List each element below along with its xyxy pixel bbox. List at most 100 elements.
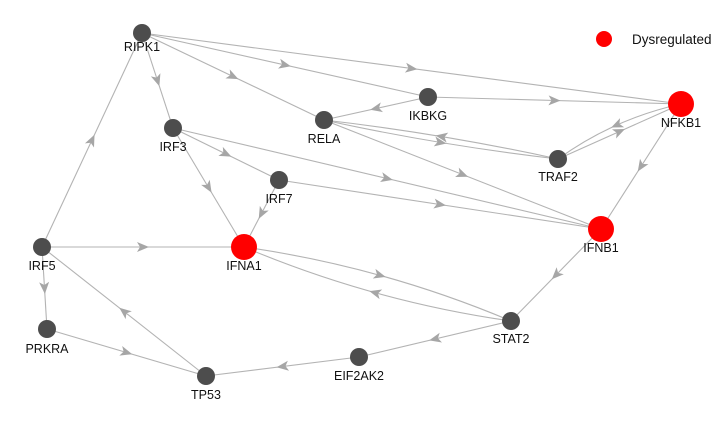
node-label: IFNB1	[583, 241, 618, 255]
node-marker[interactable]	[133, 24, 151, 42]
dysregulated-node-marker[interactable]	[668, 91, 694, 117]
edge-nfkb1-to-traf2	[557, 103, 682, 160]
edge-ifnb1-to-stat2	[510, 228, 602, 322]
node-label: TP53	[191, 388, 221, 402]
edge-arrow-icon	[119, 346, 133, 356]
node-label: RELA	[308, 132, 341, 146]
edge-ikbkg-to-nfkb1	[427, 95, 682, 106]
edge-arrow-icon	[370, 102, 383, 113]
edge-arrow-icon	[435, 132, 449, 143]
edge-rela-to-traf2	[323, 119, 559, 160]
edge-ripk1-to-nfkb1	[141, 32, 682, 105]
node-marker[interactable]	[419, 88, 437, 106]
node-marker[interactable]	[164, 119, 182, 137]
node-marker[interactable]	[315, 111, 333, 129]
edge-irf3-to-ifna1	[172, 127, 245, 248]
legend-dysregulated-label: Dysregulated	[632, 32, 712, 47]
node-tp53[interactable]: TP53	[191, 367, 221, 402]
edges-layer	[39, 32, 682, 377]
node-ripk1[interactable]: RIPK1	[124, 24, 160, 54]
edge-arrow-icon	[369, 289, 383, 300]
edge-arrow-icon	[429, 332, 442, 343]
edge-traf2-to-nfkb1	[557, 103, 682, 160]
edge-arrow-icon	[276, 360, 290, 371]
node-marker[interactable]	[38, 320, 56, 338]
edge-arrow-icon	[278, 58, 291, 69]
edge-arrow-icon	[611, 129, 625, 139]
legend: Dysregulated	[596, 31, 712, 47]
edge-arrow-icon	[372, 268, 386, 279]
edge-prkra-to-tp53	[46, 328, 207, 377]
edge-arrow-icon	[455, 167, 469, 177]
edge-arrow-icon	[39, 281, 50, 294]
node-label: IRF7	[265, 192, 292, 206]
edge-irf5-to-ifna1	[42, 242, 244, 252]
node-marker[interactable]	[350, 348, 368, 366]
edge-ripk1-to-rela	[141, 32, 325, 121]
edge-arrow-icon	[611, 118, 625, 128]
edge-arrow-icon	[84, 134, 95, 148]
edge-arrow-icon	[119, 307, 132, 320]
node-ifna1[interactable]: IFNA1	[226, 234, 262, 273]
node-rela[interactable]: RELA	[308, 111, 341, 146]
node-marker[interactable]	[33, 238, 51, 256]
node-label: EIF2AK2	[334, 369, 384, 383]
edge-arrow-icon	[201, 179, 212, 193]
edge-stat2-to-eif2ak2	[358, 320, 512, 358]
edge-ripk1-to-ikbkg	[141, 32, 429, 98]
node-marker[interactable]	[502, 312, 520, 330]
node-marker[interactable]	[270, 171, 288, 189]
edge-arrow-icon	[548, 95, 561, 106]
node-eif2ak2[interactable]: EIF2AK2	[334, 348, 384, 383]
edge-arrow-icon	[137, 242, 149, 252]
node-label: STAT2	[492, 332, 529, 346]
node-label: IFNA1	[226, 259, 261, 273]
node-label: NFKB1	[661, 116, 701, 130]
edge-ifna1-to-stat2	[243, 246, 512, 322]
node-marker[interactable]	[549, 150, 567, 168]
edge-tp53-to-irf5	[41, 246, 207, 377]
edge-traf2-to-rela	[323, 119, 559, 160]
edge-nfkb1-to-ifnb1	[600, 103, 682, 230]
edge-irf5-to-ripk1	[41, 32, 143, 248]
edge-arrow-icon	[218, 146, 232, 157]
dysregulated-node-marker[interactable]	[588, 216, 614, 242]
node-irf3[interactable]: IRF3	[159, 119, 187, 154]
edge-arrow-icon	[637, 158, 649, 172]
node-label: IRF5	[28, 259, 55, 273]
node-prkra[interactable]: PRKRA	[25, 320, 69, 356]
legend-dysregulated-marker	[596, 31, 612, 47]
node-ifnb1[interactable]: IFNB1	[583, 216, 619, 255]
edge-eif2ak2-to-tp53	[205, 356, 360, 377]
edge-ikbkg-to-rela	[323, 96, 429, 121]
edge-arrow-icon	[404, 62, 418, 73]
node-marker[interactable]	[197, 367, 215, 385]
edge-arrow-icon	[433, 136, 447, 147]
edge-arrow-icon	[551, 267, 564, 280]
edge-irf7-to-ifnb1	[278, 179, 602, 230]
edge-arrow-icon	[433, 198, 446, 209]
node-label: RIPK1	[124, 40, 160, 54]
node-label: IKBKG	[409, 109, 447, 123]
edge-arrow-icon	[150, 73, 161, 87]
node-ikbkg[interactable]: IKBKG	[409, 88, 447, 123]
edge-arrow-icon	[380, 172, 393, 182]
edge-irf3-to-irf7	[172, 127, 280, 181]
node-stat2[interactable]: STAT2	[492, 312, 530, 346]
edge-ripk1-to-irf3	[141, 32, 174, 129]
edge-irf3-to-ifnb1	[172, 127, 602, 230]
node-label: TRAF2	[538, 170, 578, 184]
node-traf2[interactable]: TRAF2	[538, 150, 578, 184]
node-irf5[interactable]: IRF5	[28, 238, 56, 273]
node-label: PRKRA	[25, 342, 69, 356]
node-label: IRF3	[159, 140, 186, 154]
dysregulated-node-marker[interactable]	[231, 234, 257, 260]
edge-arrow-icon	[225, 69, 239, 80]
edge-arrow-icon	[258, 205, 269, 219]
node-irf7[interactable]: IRF7	[265, 171, 293, 206]
edge-rela-to-ifnb1	[323, 119, 602, 230]
edge-stat2-to-ifna1	[243, 246, 512, 322]
node-nfkb1[interactable]: NFKB1	[661, 91, 701, 130]
